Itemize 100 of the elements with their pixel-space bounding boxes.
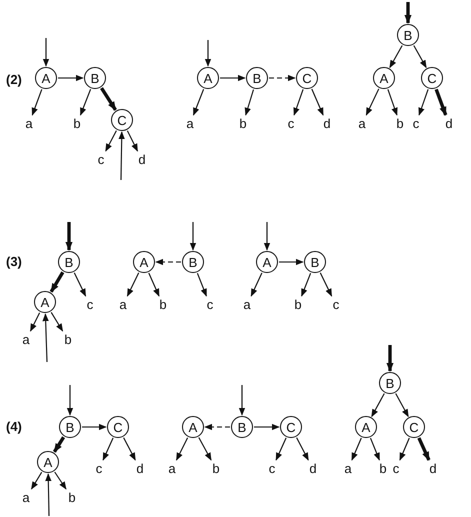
tree-node-circle: A xyxy=(197,67,219,89)
leaf-label: a xyxy=(21,333,31,347)
arrow xyxy=(52,436,66,453)
arrow xyxy=(192,89,204,116)
arrow xyxy=(42,313,49,362)
leaf-label: b xyxy=(395,117,405,131)
arrow xyxy=(148,272,160,297)
tree-node-circle: B xyxy=(58,251,80,273)
arrow xyxy=(32,89,42,116)
arrow xyxy=(220,74,246,82)
arrow xyxy=(74,272,86,297)
tree-node-circle: A xyxy=(133,251,155,273)
tree-node-circle: C xyxy=(280,416,302,438)
tree-node-circle: A xyxy=(373,67,395,89)
tree-node-circle: C xyxy=(296,67,318,89)
arrow xyxy=(238,385,246,416)
arrow xyxy=(31,472,42,490)
arrow xyxy=(102,438,114,461)
arrow xyxy=(395,393,409,418)
arrow xyxy=(190,222,196,251)
arrow xyxy=(176,437,188,461)
leaf-label: b xyxy=(211,462,221,476)
arrow xyxy=(118,131,125,180)
arrow xyxy=(264,222,270,251)
tree-node-circle: B xyxy=(379,372,401,394)
arrow xyxy=(100,87,117,111)
arrow xyxy=(296,437,309,461)
leaf-label: b xyxy=(238,117,248,131)
leaf-label: a xyxy=(24,117,34,131)
leaf-label: c xyxy=(96,153,106,167)
arrow xyxy=(276,438,287,461)
arrow xyxy=(30,312,40,332)
leaf-label: d xyxy=(428,462,438,476)
arrow xyxy=(389,45,403,68)
arrow xyxy=(386,345,394,372)
leaf-label: d xyxy=(322,117,332,131)
arrow xyxy=(204,424,230,430)
arrow xyxy=(404,2,412,24)
leaf-label: a xyxy=(167,462,177,476)
tree-node-circle: B xyxy=(59,416,81,438)
leaf-label: c xyxy=(411,117,421,131)
arrow xyxy=(399,438,410,461)
tree-node-circle: B xyxy=(182,251,204,273)
arrow xyxy=(311,88,324,116)
leaf-label: b xyxy=(293,298,303,312)
tree-node-circle: C xyxy=(107,416,129,438)
leaf-label: b xyxy=(67,491,77,505)
arrow xyxy=(45,473,52,516)
arrow xyxy=(366,88,380,116)
tree-node-circle: B xyxy=(397,24,419,46)
arrow xyxy=(250,272,262,297)
leaf-label: a xyxy=(357,117,367,131)
arrow xyxy=(301,273,312,297)
arrow xyxy=(244,89,254,116)
leaf-label: c xyxy=(94,462,104,476)
leaf-label: a xyxy=(343,462,353,476)
arrow xyxy=(155,258,181,266)
arrow xyxy=(254,424,280,430)
leaf-label: b xyxy=(72,117,82,131)
tree-node-circle: A xyxy=(182,416,204,438)
arrow xyxy=(413,45,427,68)
tree-node-circle: A xyxy=(37,451,59,473)
arrow xyxy=(417,437,430,461)
tree-node-circle: A xyxy=(355,416,377,438)
tree-node-circle: B xyxy=(246,67,268,89)
arrow xyxy=(370,438,380,461)
leaf-label: c xyxy=(205,298,215,312)
leaf-label: d xyxy=(308,462,318,476)
arrow xyxy=(320,272,332,297)
arrow xyxy=(50,271,64,293)
arrow xyxy=(269,74,296,82)
arrow xyxy=(80,89,92,116)
leaf-label: c xyxy=(391,462,401,476)
leaf-label: d xyxy=(137,153,147,167)
tree-node-circle: C xyxy=(403,416,425,438)
arrow xyxy=(42,38,50,67)
leaf-label: c xyxy=(331,298,341,312)
arrow xyxy=(293,89,304,116)
tree-node-circle: B xyxy=(84,67,106,89)
leaf-label: a xyxy=(185,117,195,131)
leaf-label: b xyxy=(63,333,73,347)
arrow xyxy=(50,312,64,332)
arrow xyxy=(387,89,398,116)
tree-node-circle: B xyxy=(304,251,326,273)
arrow xyxy=(126,272,140,297)
case-number: (4) xyxy=(6,419,22,434)
leaf-label: d xyxy=(135,462,145,476)
leaf-label: c xyxy=(85,298,95,312)
leaf-label: c xyxy=(286,117,296,131)
leaf-label: b xyxy=(158,298,168,312)
arrow xyxy=(82,424,107,430)
tree-node-circle: B xyxy=(231,416,253,438)
arrow xyxy=(351,438,362,461)
leaf-label: d xyxy=(444,117,454,131)
leaf-label: c xyxy=(267,462,277,476)
arrow xyxy=(66,385,74,416)
tree-node-circle: A xyxy=(256,251,278,273)
arrow xyxy=(65,222,73,251)
arrow xyxy=(105,130,117,152)
case-number: (2) xyxy=(6,72,22,87)
